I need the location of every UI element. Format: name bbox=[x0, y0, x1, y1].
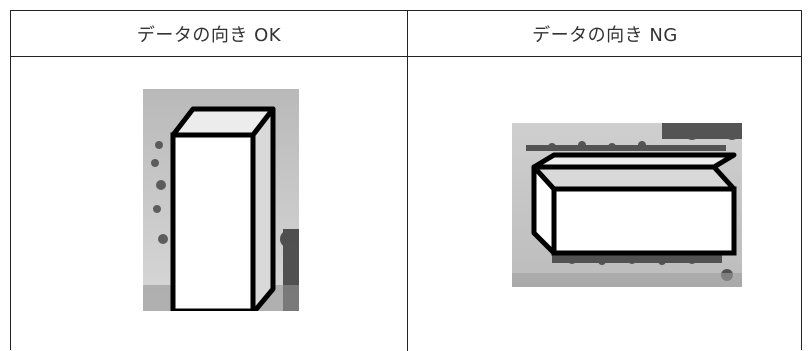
portrait-photo-ok bbox=[143, 89, 299, 311]
box-horizontal-icon bbox=[512, 123, 742, 287]
orientation-comparison-table: データの向き OK データの向き NG bbox=[10, 10, 802, 351]
column-divider bbox=[407, 11, 408, 351]
box-upright-icon bbox=[143, 89, 299, 311]
header-ok: データの向き OK bbox=[136, 25, 282, 46]
landscape-photo-ng bbox=[512, 123, 742, 287]
header-ng: データの向き NG bbox=[532, 25, 678, 46]
table-header-row: データの向き OK データの向き NG bbox=[11, 11, 801, 57]
